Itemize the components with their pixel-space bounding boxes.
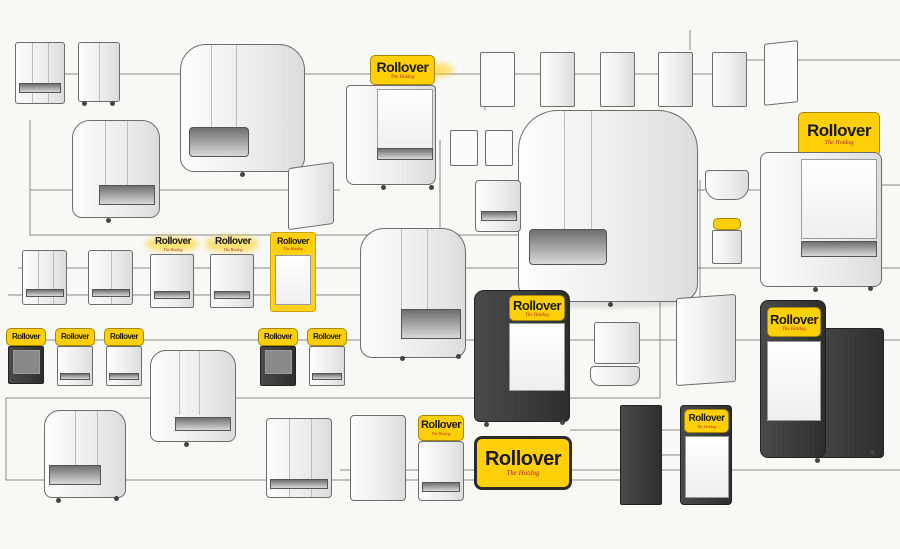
tagline-text: The Hotdog — [223, 246, 243, 252]
brand-text: Rollover — [312, 332, 342, 341]
vending-right-top: Rollover The Hotdog — [758, 112, 888, 297]
vending-row3-c: Rollover — [104, 328, 146, 390]
tagline-text: The Hotdog — [506, 469, 540, 477]
cabinet-rounded-1 — [180, 44, 308, 179]
brand-text: Rollover — [688, 412, 725, 424]
brand-text: Rollover — [276, 236, 310, 246]
sign-bottom-wide: Rollover The Hotdog — [472, 432, 577, 494]
vending-dark-center: Rollover The Hotdog — [474, 290, 574, 430]
vending-row2-c: Rollover The Hotdog — [268, 232, 318, 317]
tagline-text: The Hotdog — [390, 75, 415, 80]
cabinet-mini-a — [450, 125, 515, 170]
brand-text: Rollover — [484, 448, 562, 470]
tagline-text: The Hotdog — [431, 431, 451, 436]
cabinet-rounded-4 — [150, 350, 240, 450]
tagline-text: The Hotdog — [697, 423, 716, 429]
cabinet-sketch-bottom-2 — [350, 415, 410, 505]
cabinet-rounded-2 — [72, 120, 162, 225]
brand-text: Rollover — [109, 332, 139, 341]
vending-top: Rollover The Hotdog — [343, 55, 453, 195]
brand-text: Rollover — [806, 121, 872, 140]
rollover-sign: Rollover The Hotdog — [474, 436, 572, 490]
cabinet-sketch-bottom-1 — [266, 418, 336, 503]
cabinet-mini-b — [475, 180, 523, 235]
cabinet-mini-c — [705, 170, 753, 205]
tagline-text: The Hotdog — [525, 312, 549, 318]
rollover-sign: Rollover The Hotdog — [798, 112, 880, 156]
tagline-text: The Hotdog — [782, 326, 806, 332]
vending-row3-e: Rollover — [307, 328, 349, 390]
rollover-sign: Rollover The Hotdog — [370, 55, 435, 85]
cabinet-outline-row — [480, 40, 800, 112]
cabinet-dark-slim — [620, 405, 665, 510]
brand-text: Rollover — [376, 59, 429, 75]
tagline-text: The Hotdog — [163, 246, 183, 252]
cabinet-rounded-large — [518, 110, 703, 315]
vending-row3-a: Rollover — [6, 328, 48, 388]
cabinet-rounded-3 — [360, 228, 470, 368]
cabinet-sketch-1 — [15, 42, 65, 104]
vending-bottom-right: Rollover The Hotdog — [680, 405, 735, 510]
vending-mini — [710, 218, 745, 268]
brand-text: Rollover — [214, 235, 252, 247]
tagline-text: The Hotdog — [824, 140, 854, 146]
brand-text: Rollover — [263, 332, 293, 341]
brand-text: Rollover — [60, 332, 90, 341]
side-panel-1 — [288, 161, 336, 231]
cabinet-sketch-2 — [78, 42, 120, 106]
dispenser-mini — [590, 322, 645, 394]
vending-bottom-small: Rollover The Hotdog — [415, 415, 470, 505]
vending-dark-right: Rollover The Hotdog — [760, 300, 888, 470]
cabinet-sketch-row2 — [22, 250, 142, 310]
vending-row3-b: Rollover — [55, 328, 97, 390]
cabinet-rounded-5 — [44, 410, 129, 505]
vending-row3-d: Rollover — [258, 328, 300, 390]
brand-text: Rollover — [769, 311, 819, 327]
brand-text: Rollover — [154, 235, 192, 247]
vending-row2-a: Rollover The Hotdog — [146, 232, 198, 317]
side-panel-2 — [676, 293, 738, 391]
brand-text: Rollover — [11, 332, 41, 341]
tagline-text: The Hotdog — [283, 246, 303, 251]
brand-text: Rollover — [420, 419, 462, 431]
vending-row2-b: Rollover The Hotdog — [206, 232, 258, 317]
brand-text: Rollover — [512, 297, 562, 313]
